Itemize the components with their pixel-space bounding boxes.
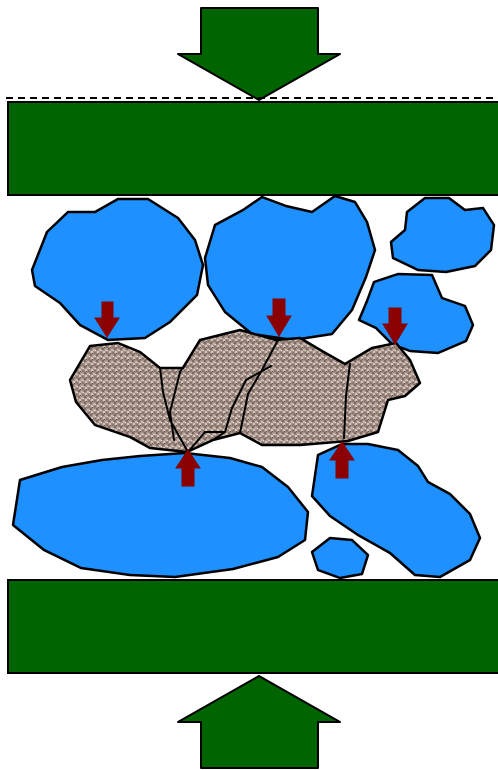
top-platen — [8, 102, 498, 195]
bottom-platen — [8, 580, 498, 673]
